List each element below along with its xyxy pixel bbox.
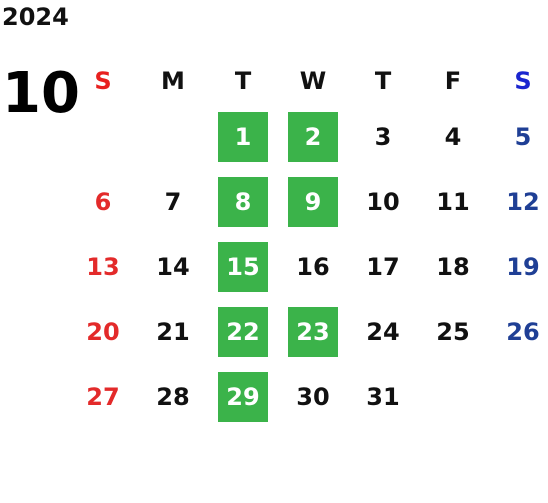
day-number: 3: [374, 122, 392, 151]
day-number: 30: [296, 382, 330, 411]
day-cell[interactable]: 19: [488, 242, 548, 292]
day-number: 25: [436, 317, 470, 346]
day-number: [148, 112, 198, 162]
empty-day-cell: [488, 372, 548, 422]
day-number: 26: [506, 317, 540, 346]
day-number: 7: [164, 187, 182, 216]
highlighted-day-number: 8: [218, 176, 268, 227]
calendar-week-row: 27 28 29 30 31: [68, 364, 548, 429]
day-cell[interactable]: 17: [348, 242, 418, 292]
weekday-friday: F: [444, 67, 462, 95]
highlighted-day-number: 22: [218, 306, 268, 357]
day-cell[interactable]: 23: [278, 306, 348, 357]
highlighted-day-number: 29: [218, 371, 268, 422]
day-number: 11: [436, 187, 470, 216]
month-label: 10: [2, 61, 80, 126]
calendar-week-row: 20 21 22 23 24 25 26: [68, 299, 548, 364]
day-cell[interactable]: 1: [208, 111, 278, 162]
day-number: 31: [366, 382, 400, 411]
day-number: 6: [94, 187, 112, 216]
day-number: 19: [506, 252, 540, 281]
day-number: [78, 112, 128, 162]
day-number: 12: [506, 187, 540, 216]
day-cell[interactable]: 15: [208, 241, 278, 292]
day-cell[interactable]: 14: [138, 242, 208, 292]
day-cell[interactable]: 2: [278, 111, 348, 162]
highlighted-day-number: 1: [218, 111, 268, 162]
highlighted-day-number: 15: [218, 241, 268, 292]
weekday-wednesday: W: [299, 67, 327, 95]
day-cell[interactable]: 25: [418, 307, 488, 357]
weekday-tuesday: T: [234, 67, 252, 95]
empty-day-cell: [418, 372, 488, 422]
day-number: 21: [156, 317, 190, 346]
year-label: 2024: [2, 3, 69, 31]
day-number: [428, 372, 478, 422]
day-cell[interactable]: 24: [348, 307, 418, 357]
highlighted-day-number: 23: [288, 306, 338, 357]
day-number: 16: [296, 252, 330, 281]
highlighted-day-number: 9: [288, 176, 338, 227]
day-number: 24: [366, 317, 400, 346]
day-cell[interactable]: 29: [208, 371, 278, 422]
day-cell[interactable]: 3: [348, 112, 418, 162]
day-cell[interactable]: 21: [138, 307, 208, 357]
day-cell[interactable]: 5: [488, 112, 548, 162]
day-number: 17: [366, 252, 400, 281]
day-number: 28: [156, 382, 190, 411]
day-number: 4: [444, 122, 462, 151]
day-cell[interactable]: 20: [68, 307, 138, 357]
day-cell[interactable]: 27: [68, 372, 138, 422]
day-cell[interactable]: 8: [208, 176, 278, 227]
day-cell[interactable]: 28: [138, 372, 208, 422]
day-cell[interactable]: 16: [278, 242, 348, 292]
day-number: 13: [86, 252, 120, 281]
day-number: 20: [86, 317, 120, 346]
day-cell[interactable]: 4: [418, 112, 488, 162]
empty-day-cell: [68, 112, 138, 162]
empty-day-cell: [138, 112, 208, 162]
weekday-saturday: S: [514, 67, 532, 95]
day-cell[interactable]: 26: [488, 307, 548, 357]
day-number: 18: [436, 252, 470, 281]
day-number: 10: [366, 187, 400, 216]
day-number: 5: [514, 122, 532, 151]
highlighted-day-number: 2: [288, 111, 338, 162]
day-cell[interactable]: 9: [278, 176, 348, 227]
day-cell[interactable]: 22: [208, 306, 278, 357]
day-cell[interactable]: 31: [348, 372, 418, 422]
weekday-monday: M: [161, 67, 185, 95]
day-cell[interactable]: 13: [68, 242, 138, 292]
day-cell[interactable]: 11: [418, 177, 488, 227]
calendar-week-row: 13 14 15 16 17 18 19: [68, 234, 548, 299]
day-number: 14: [156, 252, 190, 281]
weekday-header: S M T W T F S: [68, 58, 548, 104]
day-cell[interactable]: 30: [278, 372, 348, 422]
day-cell[interactable]: 10: [348, 177, 418, 227]
weekday-thursday: T: [374, 67, 392, 95]
day-cell[interactable]: 12: [488, 177, 548, 227]
day-number: 27: [86, 382, 120, 411]
weekday-sunday: S: [94, 67, 112, 95]
day-cell[interactable]: 6: [68, 177, 138, 227]
day-number: [498, 372, 548, 422]
day-cell[interactable]: 7: [138, 177, 208, 227]
day-cell[interactable]: 18: [418, 242, 488, 292]
